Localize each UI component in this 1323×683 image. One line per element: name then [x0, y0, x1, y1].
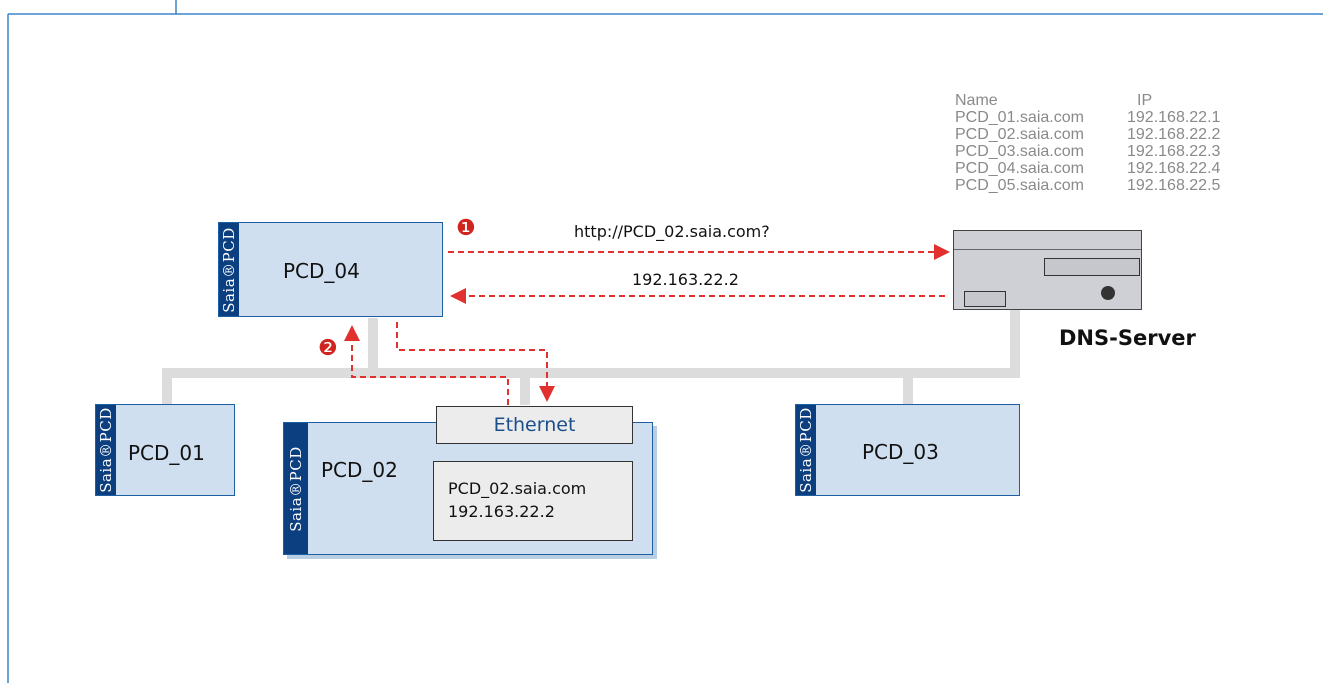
device-name: PCD_03	[862, 440, 939, 464]
device-name: PCD_01	[128, 441, 205, 465]
reply-text: 192.163.22.2	[632, 270, 739, 289]
saia-pcd-logo: Saia®PCD	[284, 423, 308, 554]
device-name: PCD_04	[283, 259, 360, 283]
dns-table: Name IP PCD_01.saia.com 192.168.22.1 PCD…	[955, 92, 1220, 194]
ethernet-label: Ethernet	[493, 414, 576, 436]
dns-server-icon	[953, 230, 1142, 310]
device-pcd-03: Saia®PCD PCD_03	[795, 404, 1020, 496]
dns-table-row: PCD_02.saia.com 192.168.22.2	[955, 126, 1221, 143]
saia-pcd-logo: Saia®PCD	[796, 405, 816, 495]
dns-table-row: PCD_01.saia.com 192.168.22.1	[955, 109, 1221, 126]
lookup-arrow	[396, 322, 555, 402]
step-2-marker: ❷	[318, 336, 338, 361]
saia-pcd-logo: Saia®PCD	[96, 405, 116, 495]
step-1-marker: ❶	[456, 216, 476, 241]
ip-address: 192.163.22.2	[448, 502, 555, 521]
device-pcd-04: Saia®PCD PCD_04	[218, 222, 443, 317]
device-name: PCD_02	[321, 458, 398, 482]
dns-table-row: PCD_04.saia.com 192.168.22.4	[955, 160, 1221, 177]
connect-arrow	[344, 325, 509, 405]
dns-table-row: PCD_03.saia.com 192.168.22.3	[955, 143, 1221, 160]
hostname: PCD_02.saia.com	[448, 479, 587, 498]
server-top-line	[954, 249, 1141, 250]
device-pcd-02: Saia®PCD PCD_02 PCD_02.saia.com 192.163.…	[283, 422, 653, 555]
query-text: http://PCD_02.saia.com?	[574, 222, 770, 241]
power-button-icon	[1101, 286, 1115, 300]
dns-table-row: PCD_05.saia.com 192.168.22.5	[955, 177, 1221, 194]
saia-pcd-logo: Saia®PCD	[219, 223, 239, 316]
device-pcd-01: Saia®PCD PCD_01	[95, 404, 235, 496]
drive-bay-icon	[1044, 258, 1140, 276]
dns-table-header: Name IP	[955, 92, 1153, 109]
drive-bay-icon	[964, 291, 1006, 307]
ethernet-port: Ethernet	[436, 406, 633, 444]
address-box: PCD_02.saia.com 192.163.22.2	[433, 461, 633, 541]
dns-server-label: DNS-Server	[1059, 326, 1196, 350]
